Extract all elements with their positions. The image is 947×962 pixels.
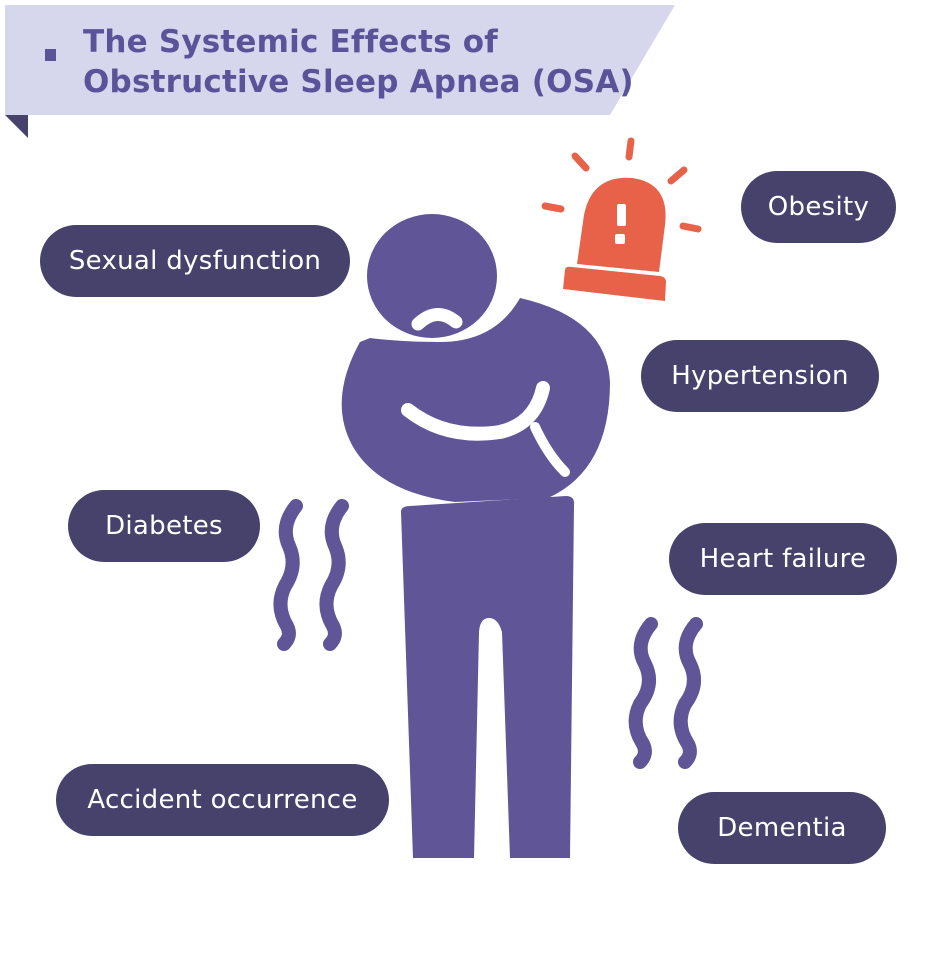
effect-dementia: Dementia: [678, 792, 886, 864]
effect-obesity: Obesity: [741, 171, 896, 243]
banner-fold: [5, 115, 28, 138]
title-banner: [5, 5, 675, 138]
effect-hypertension: Hypertension: [641, 340, 879, 412]
legs: [401, 496, 575, 858]
effect-sexual-dysfunction: Sexual dysfunction: [40, 225, 350, 297]
banner-background: [5, 5, 675, 115]
shiver-lines-icon: [628, 617, 703, 769]
shiver-lines-icon: [273, 499, 349, 651]
title-line-1: The Systemic Effects of: [83, 24, 498, 60]
effect-diabetes: Diabetes: [68, 490, 260, 562]
title-bullet-icon: [45, 49, 56, 61]
effect-accident-occurrence: Accident occurrence: [56, 764, 389, 836]
page-title: The Systemic Effects of Obstructive Slee…: [83, 22, 634, 102]
effect-heart-failure: Heart failure: [669, 523, 897, 595]
alarm-light-icon: [541, 137, 702, 301]
person-in-pain-icon: [341, 214, 610, 858]
head: [367, 214, 497, 338]
title-line-2: Obstructive Sleep Apnea (OSA): [83, 64, 634, 100]
